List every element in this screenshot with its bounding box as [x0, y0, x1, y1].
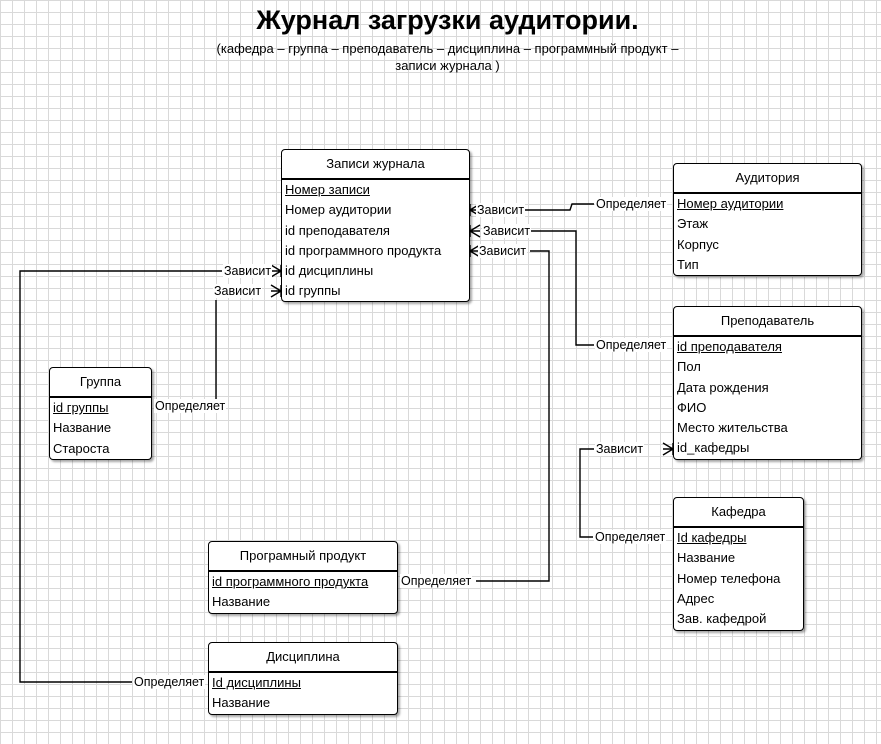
attr: Этаж — [677, 216, 709, 232]
rel-label-defines: Определяет — [595, 338, 668, 352]
attr: ФИО — [677, 399, 707, 415]
attr: Дата рождения — [677, 379, 769, 395]
crowfoot-zapisi-prepodavatel — [469, 224, 481, 238]
rel-label-depends: Зависит — [476, 203, 526, 217]
entity-programnyi-produkt: Програмный продукт id программного проду… — [208, 541, 398, 614]
rel-label-depends: Зависит — [482, 224, 532, 238]
rel-label-defines: Определяет — [133, 675, 206, 689]
diagram-title: Журнал загрузки аудитории. — [256, 5, 639, 35]
entity-title: Кафедра — [674, 498, 803, 528]
entity-title: Преподаватель — [674, 307, 861, 337]
line-zapisi-gruppa — [154, 300, 217, 407]
attr-primary-key: Id дисциплины — [212, 675, 301, 690]
attr: Пол — [677, 359, 701, 375]
attr: Место жительства — [677, 420, 788, 436]
attr: Название — [212, 695, 271, 711]
rel-label-defines: Определяет — [595, 197, 668, 211]
line-zapisi-prepodavatel — [524, 230, 594, 346]
attr: Номер аудитории — [285, 202, 392, 218]
rel-label-depends: Зависит — [478, 244, 528, 258]
rel-label-defines: Определяет — [154, 399, 227, 413]
crowfoot-zapisi-disciplina — [270, 264, 282, 278]
diagram-subtitle: (кафедра – группа – преподаватель – дисц… — [0, 40, 881, 74]
crowfoot-zapisi-gruppa — [270, 284, 282, 298]
attr: id преподавателя — [285, 222, 390, 238]
rel-label-depends: Зависит — [595, 442, 645, 456]
entity-title: Програмный продукт — [209, 542, 397, 572]
entity-title: Аудитория — [674, 164, 861, 194]
attr: Староста — [53, 440, 110, 456]
line-zapisi-produkt — [476, 250, 550, 582]
attr-primary-key: Номер аудитории — [677, 196, 784, 211]
attr: id дисциплины — [285, 263, 374, 279]
crowfoot-zapisi-auditoriya — [469, 203, 481, 217]
attr: Название — [212, 594, 271, 610]
attr: id программного продукта — [285, 242, 442, 258]
attr: Номер телефона — [677, 570, 781, 586]
entity-title: Группа — [50, 368, 151, 398]
attr: Название — [53, 420, 112, 436]
entity-zapisi-zhurnala: Записи журнала Номер записи Номер аудито… — [281, 149, 470, 302]
attr-primary-key: id программного продукта — [212, 574, 369, 589]
line-zapisi-disciplina — [19, 270, 222, 683]
attr: Тип — [677, 256, 699, 272]
attr-primary-key: Номер записи — [285, 182, 370, 197]
attr-primary-key: Id кафедры — [677, 530, 747, 545]
attr: id_кафедры — [677, 440, 750, 456]
crowfoot-prepodavatel-kafedra — [662, 442, 674, 456]
line-zapisi-auditoriya — [524, 203, 594, 211]
entity-gruppa: Группа id группы Название Староста — [49, 367, 152, 460]
attr: Корпус — [677, 236, 719, 252]
entity-prepodavatel: Преподаватель id преподавателя Пол Дата … — [673, 306, 862, 460]
entity-kafedra: Кафедра Id кафедры Название Номер телефо… — [673, 497, 804, 631]
attr: Адрес — [677, 590, 715, 606]
attr-primary-key: id преподавателя — [677, 339, 782, 354]
rel-label-defines: Определяет — [400, 574, 473, 588]
entity-title: Дисциплина — [209, 643, 397, 673]
attr: Название — [677, 550, 736, 566]
rel-label-depends: Зависит — [213, 284, 263, 298]
subtitle-line-2: записи журнала ) — [395, 58, 500, 73]
attr-primary-key: id группы — [53, 400, 109, 415]
subtitle-line-1: (кафедра – группа – преподаватель – дисц… — [216, 41, 679, 56]
entity-auditoriya: Аудитория Номер аудитории Этаж Корпус Ти… — [673, 163, 862, 276]
entity-disciplina: Дисциплина Id дисциплины Название — [208, 642, 398, 715]
rel-label-depends: Зависит — [223, 264, 273, 278]
entity-title: Записи журнала — [282, 150, 469, 180]
attr: id группы — [285, 283, 341, 299]
attr: Зав. кафедрой — [677, 611, 767, 627]
rel-label-defines: Определяет — [594, 530, 667, 544]
crowfoot-zapisi-produkt — [469, 244, 481, 258]
line-prepodavatel-kafedra — [579, 448, 594, 538]
